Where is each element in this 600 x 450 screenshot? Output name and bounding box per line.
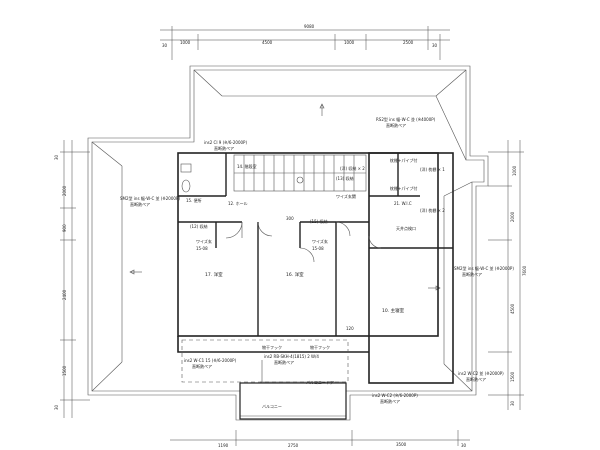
toilet-fixture (180, 163, 192, 193)
doors (225, 221, 382, 263)
wise-1-label: ワイズ玄 (196, 238, 212, 244)
right-dimensions: 1000 2000 7600 4500 1500 30 (488, 140, 527, 410)
note-6b: 直断熱ペア (274, 359, 294, 365)
dim-left-4: 2400 (62, 289, 67, 300)
room-bed16-label: 16. 洋室 (286, 271, 304, 278)
dim-right-3: 7600 (522, 265, 527, 276)
note-2a: ins2 CI 9 (※/6-2000P) (204, 140, 247, 145)
note-8a: ins2 W-C2 並 (※2000P) (458, 370, 504, 376)
note-1b: 直断熱ペア (386, 122, 406, 128)
wise-2-sub-label: 15-08 (312, 246, 324, 251)
note-7a: ins2 W-C2 (※/6-2000P) (372, 393, 418, 398)
room-balcony-label: バルコニー (262, 404, 282, 409)
dim-bottom-3: 3500 (396, 442, 407, 447)
dim-top-seg-3: 1000 (344, 40, 355, 45)
dim-bottom-1: 1190 (218, 443, 229, 448)
dim-300-label: 300 (286, 216, 294, 221)
dim-top-total: 9080 (304, 24, 315, 29)
wise-door-label: ワイズ玄関 (336, 193, 356, 199)
room-stair-label: 14. 階段室 (237, 163, 257, 169)
dim-right-1: 1000 (512, 165, 517, 176)
dim-top-left-offset: 30 (162, 43, 168, 48)
building-walls (177, 152, 454, 384)
hook-2-label: 物干フック (310, 344, 330, 350)
top-dimensions: 9080 30 1000 4500 1000 2500 30 (160, 24, 450, 60)
balcony-door-label: バルコニードア (306, 380, 334, 385)
note-2b: 直断熱ペア (214, 145, 234, 151)
dim-bottom-2: 2750 (288, 443, 299, 448)
dim-top-seg-2: 4500 (262, 40, 273, 45)
room-master-label: 10. 主寝室 (382, 307, 405, 314)
note-6a: ins2 RB-SKH-4(1815) 2 W/4 (264, 354, 319, 359)
dim-right-4: 4500 (510, 303, 515, 314)
room-bed17-label: 17. 洋室 (205, 271, 223, 278)
pipe-3-label: (洋) 枕棚 × 1 (420, 166, 445, 172)
room-wic-label: 21. W.I.C (394, 201, 412, 206)
note-5b: 直断熱ペア (192, 363, 212, 369)
balcony (181, 339, 349, 420)
pipe-1-label: 枕棚+パイプ付 (390, 157, 417, 163)
note-1a: RS2型 ins 幅-W-C 並 (※4000P) (376, 116, 436, 122)
dim-top-right-offset: 30 (432, 43, 438, 48)
dim-right-6: 30 (510, 400, 515, 406)
closet-pipe-1-label: (洋) 収納 × 2 (340, 165, 365, 171)
note-7b: 直断熱ペア (380, 398, 400, 404)
pipe-4-label: (洋) 枕棚 × 2 (420, 207, 445, 213)
dim-120-label: 120 (346, 326, 354, 331)
left-dimensions: 30 2000 900 2400 1500 30 (54, 140, 90, 418)
room-storage-b-label: (12) 収納 (190, 223, 207, 229)
room-labels: 14. 階段室 15. 便所 12. ホール (12) 収納 (15) 収納 (… (186, 157, 445, 409)
dim-right-5: 1500 (510, 371, 515, 382)
stair (233, 154, 367, 192)
room-hall-label: 12. ホール (228, 201, 248, 206)
room-toilet-label: 15. 便所 (186, 197, 202, 203)
dim-left-2: 2000 (62, 185, 67, 196)
dim-bottom-4: 30 (461, 443, 467, 448)
wise-1-sub-label: 15-08 (196, 246, 208, 251)
dim-left-1: 30 (54, 154, 59, 160)
note-4a: SM2型 ins 幅-W-C 並 (※2000P) (454, 265, 514, 271)
room-storage-c-label: (15) 収納 (310, 218, 327, 224)
window-notes: RS2型 ins 幅-W-C 並 (※4000P) 直断熱ペア ins2 CI … (120, 116, 514, 404)
dim-left-3: 900 (62, 224, 67, 232)
hook-1-label: 物干フック (262, 344, 282, 350)
note-3a: SM2型 ins 幅-W-C 並 (※2000P) (120, 195, 180, 201)
room-storage-a-label: (13) 収納 (336, 175, 353, 181)
note-5a: ins2 W-C1 15 (※/6-2000P) (184, 358, 237, 363)
bottom-dimensions: 1190 2750 3500 30 (170, 430, 470, 448)
dim-left-6: 30 (54, 404, 59, 410)
dim-right-2: 2000 (510, 211, 515, 222)
pipe-2-label: 枕棚+パイプ付 (390, 185, 417, 191)
dim-top-seg-4: 2500 (403, 40, 414, 45)
note-8b: 直断熱ペア (466, 376, 486, 382)
ceiling-storage-label: 天井点検口 (396, 225, 416, 231)
note-4b: 直断熱ペア (462, 271, 482, 277)
dim-top-seg-1: 1000 (180, 40, 191, 45)
dim-left-5: 1500 (62, 365, 67, 376)
note-3b: 直断熱ペア (130, 201, 150, 207)
wise-2-label: ワイズ玄 (312, 238, 328, 244)
